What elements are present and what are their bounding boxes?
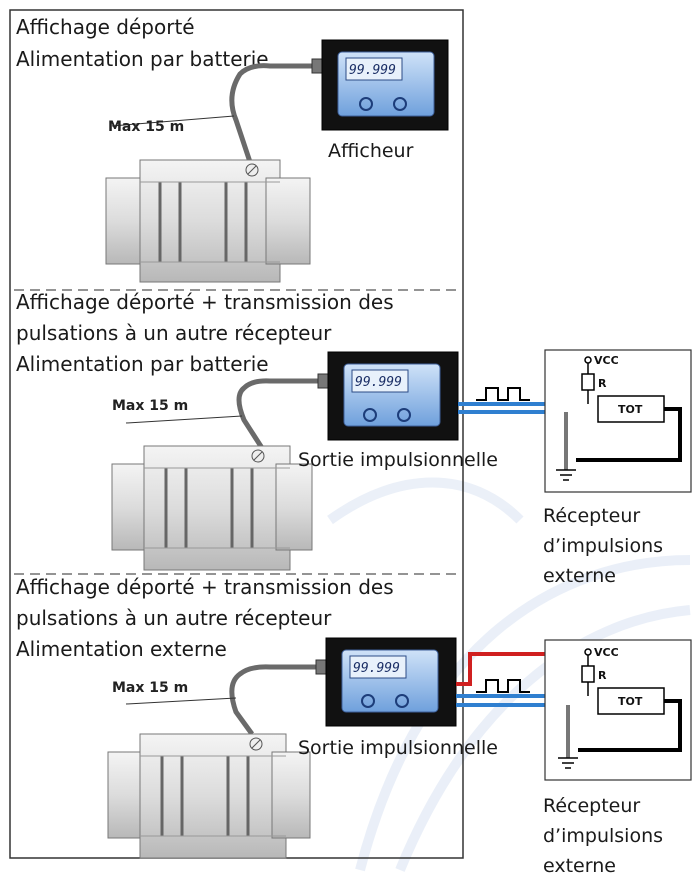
power-wire	[456, 652, 584, 686]
display-label: Afficheur	[328, 140, 414, 162]
flowmeter-pipe	[107, 733, 311, 859]
section-2: Affichage déporté + transmission des pul…	[16, 290, 692, 587]
totalizer-label: TOT	[618, 403, 643, 416]
section-title-line: Alimentation par batterie	[16, 47, 269, 71]
pulse-waveform-icon	[476, 387, 530, 401]
pulse-output-label: Sortie impulsionnelle	[298, 737, 498, 759]
receiver-label-line: externe	[543, 855, 616, 877]
receiver-label-line: d’impulsions	[543, 535, 663, 557]
resistor-label: R	[598, 669, 607, 682]
section-title-line: Affichage déporté + transmission des	[16, 290, 394, 314]
cable	[236, 378, 322, 450]
receiver-label-line: d’impulsions	[543, 825, 663, 847]
section-title-line: Affichage déporté	[16, 15, 195, 39]
cable-length-label: Max 15 m	[112, 680, 188, 696]
receiver-label-line: Récepteur	[543, 795, 640, 817]
cable-length-label: Max 15 m	[112, 398, 188, 414]
display-unit: 99.999	[311, 39, 449, 131]
pulse-output-label: Sortie impulsionnelle	[298, 449, 498, 471]
flowmeter-pipe	[111, 445, 313, 571]
section-title-line: Affichage déporté + transmission des	[16, 575, 394, 599]
flowmeter-pipe	[105, 159, 311, 283]
lcd-reading: 99.999	[349, 63, 396, 78]
lcd-reading: 99.999	[355, 375, 402, 390]
totalizer-label: TOT	[618, 695, 643, 708]
section-title-line: pulsations à un autre récepteur	[16, 606, 332, 630]
pulse-waveform-icon	[476, 679, 530, 693]
pulse-receiver: VCC R TOT	[544, 349, 692, 493]
receiver-label-line: Récepteur	[543, 505, 640, 527]
display-unit: 99.999	[315, 637, 457, 727]
display-unit: 99.999	[317, 351, 459, 441]
section-title-line: pulsations à un autre récepteur	[16, 321, 332, 345]
cable	[229, 63, 312, 163]
cable-length-label: Max 15 m	[108, 119, 184, 135]
vcc-label: VCC	[594, 646, 619, 659]
background-watermark	[327, 477, 691, 872]
section-title-line: Alimentation par batterie	[16, 352, 269, 376]
lcd-reading: 99.999	[353, 661, 400, 676]
pulse-receiver: VCC R TOT	[544, 639, 692, 781]
section-1: Affichage déporté Alimentation par batte…	[16, 15, 449, 283]
cable	[229, 664, 318, 736]
vcc-label: VCC	[594, 354, 619, 367]
resistor-label: R	[598, 377, 607, 390]
section-3: Affichage déporté + transmission des pul…	[16, 575, 692, 877]
receiver-label-line: externe	[543, 565, 616, 587]
section-title-line: Alimentation externe	[16, 637, 227, 661]
